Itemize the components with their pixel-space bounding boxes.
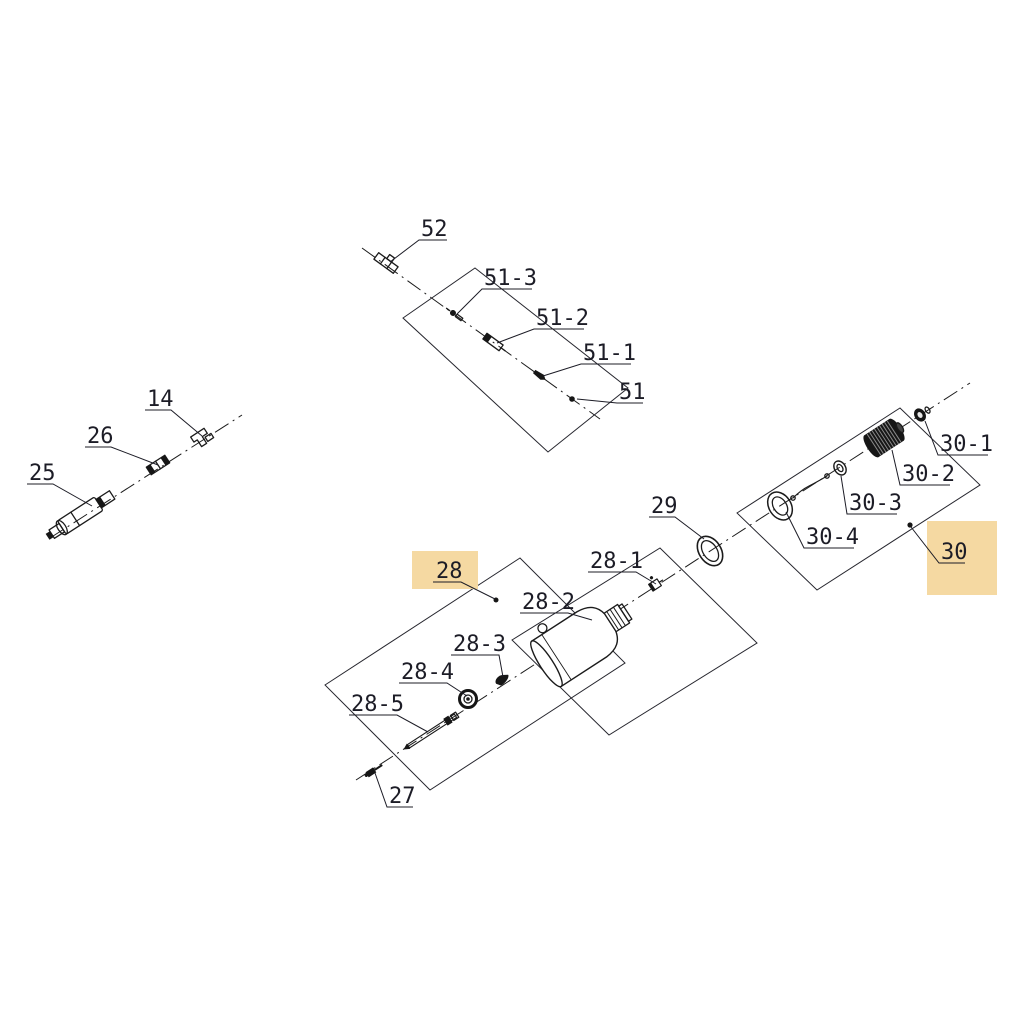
callout-28-2[interactable]: 28-2 [520,590,593,621]
centerline-left-group [49,414,243,539]
callout-30-1[interactable]: 30-1 [924,420,993,457]
leader-line-28-1 [588,571,657,585]
callout-51-2[interactable]: 51-2 [496,306,589,344]
part-30-1-nut [914,406,931,422]
callout-28-4[interactable]: 28-4 [399,660,468,697]
part-number-label-51-1: 51-1 [583,341,636,366]
callout-28-5[interactable]: 28-5 [349,692,429,733]
part-number-label-28-5: 28-5 [351,692,404,717]
callout-51-3[interactable]: 51-3 [456,266,537,315]
centerline-main-group [355,382,971,781]
leader-line-51 [576,398,643,404]
part-number-label-30-1: 30-1 [940,432,993,457]
callout-28[interactable]: 28 [412,551,496,600]
part-number-label-27: 27 [389,784,416,809]
leader-line-51-1 [542,363,631,377]
part-51-screw [569,396,575,402]
callout-51-1[interactable]: 51-1 [542,341,636,377]
part-26-sleeve [145,454,171,476]
part-14-bracket [189,427,215,448]
part-number-label-30-2: 30-2 [902,462,955,487]
part-30-4-ring [766,491,794,521]
leader-line-52 [389,239,447,263]
highlight-30 [927,521,997,595]
leader-line-28-4 [399,682,468,697]
part-29-ring [696,535,724,567]
part-28-3-duckbill [495,674,509,686]
callout-30-2[interactable]: 30-2 [891,449,955,487]
leader-line-28 [433,581,496,600]
part-30-2-knurled-cap [863,418,905,458]
part-number-label-29: 29 [651,494,678,519]
leader-line-51-3 [456,288,532,315]
leader-line-30-4 [785,511,854,549]
highlight-28 [412,551,478,589]
part-number-label-30: 30 [941,540,968,565]
leader-line-14 [145,409,203,437]
part-25-cylinder [45,490,116,540]
callout-28-3[interactable]: 28-3 [451,632,506,678]
part-number-label-28-2: 28-2 [522,590,575,615]
leader-line-28-2 [520,612,593,621]
callout-30-4[interactable]: 30-4 [785,511,859,550]
part-number-label-51: 51 [619,380,646,405]
part-28-4-grommet [458,689,478,709]
leader-line-27 [374,772,413,808]
leader-line-30-1 [924,420,988,456]
part-number-label-26: 26 [87,424,114,449]
part-number-label-28-3: 28-3 [453,632,506,657]
part-number-label-28: 28 [436,559,463,584]
assembly-boundaries [324,267,981,791]
leader-line-25 [27,483,93,507]
attachment-point-30 [907,522,913,528]
part-number-label-14: 14 [147,387,174,412]
callout-26[interactable]: 26 [85,424,159,466]
leader-line-28-5 [349,714,429,733]
part-number-label-51-3: 51-3 [484,266,537,291]
leader-line-30-3 [840,475,897,515]
callout-27[interactable]: 27 [374,772,416,809]
callout-30[interactable]: 30 [910,521,997,595]
leader-line-26 [85,446,159,466]
leader-line-30 [910,526,965,564]
boundary-box-28-tank [511,547,758,736]
boundary-box-51 [402,267,629,453]
centerlines [49,247,971,781]
part-51-3-pin [445,307,464,322]
callout-52[interactable]: 52 [389,217,448,263]
callout-28-1[interactable]: 28-1 [588,549,657,585]
part-51-1-clip [532,369,546,380]
leader-line-51-2 [496,328,584,344]
part-number-label-28-4: 28-4 [401,660,454,685]
leader-line-29 [649,516,705,540]
part-30-3-washer [833,460,847,476]
callout-29[interactable]: 29 [649,494,705,540]
callout-30-3[interactable]: 30-3 [840,475,902,516]
part-number-label-51-2: 51-2 [536,306,589,331]
callout-25[interactable]: 25 [27,461,93,507]
boundary-box-30 [736,407,981,591]
callout-layer: 52 51-3 51-2 51-1 51 14 26 25 29 30-1 30-230-3 30-4… [27,217,997,809]
part-number-label-30-3: 30-3 [849,491,902,516]
part-number-label-25: 25 [29,461,56,486]
part-27-screw [364,764,383,778]
callout-51[interactable]: 51 [576,380,646,405]
callout-14[interactable]: 14 [145,387,203,437]
part-number-label-28-1: 28-1 [590,549,643,574]
part-51-2-valve [482,332,506,352]
leader-line-30-2 [891,449,950,486]
part-number-label-30-4: 30-4 [806,525,859,550]
leader-line-28-3 [451,654,504,678]
part-28-5-shaft [403,711,460,750]
part-28-2-tank [530,603,633,688]
centerline-top-group [361,247,601,420]
boundary-box-28-small-parts [324,557,626,791]
part-30-cable [790,473,830,501]
part-number-label-52: 52 [421,217,448,242]
part-52-clip [373,252,399,274]
part-28-1-cap [648,576,664,592]
